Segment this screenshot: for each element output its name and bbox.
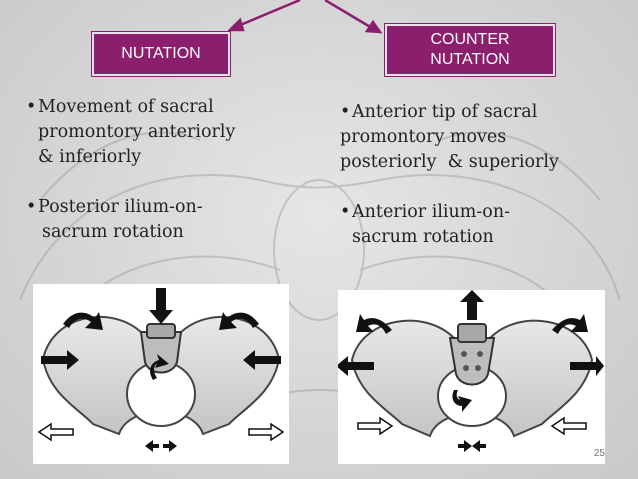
bullet-item: • Anterior tip of sacral [340,100,630,125]
bullet-item: • Anterior ilium-on- sacrum rotation [340,200,630,250]
bullet-dot: • [340,102,351,122]
nutation-label: NUTATION [92,32,230,76]
counter-label-line2: NUTATION [430,51,510,68]
bullet-line: Posterior ilium-on- [38,197,203,217]
bullet-line: posteriorly & superiorly [340,152,559,172]
bullet-line: Anterior ilium-on- [352,202,511,222]
bullet-line: promontory moves [340,127,507,147]
bullet-dot: • [26,97,37,117]
bullet-line: Anterior tip of sacral [352,102,538,122]
bullet-dot: • [26,197,37,217]
page-number: 25 [593,448,605,459]
nutation-bullets: • Movement of sacral promontory anterior… [26,95,316,270]
counter-label-line1: COUNTER [430,31,510,48]
pelvis-counternutation-illustration [338,290,605,464]
pelvis-nutation-illustration [33,284,289,464]
bullet-line: sacrum rotation [42,222,184,242]
bullet-dot: • [340,202,351,222]
counter-nutation-label: COUNTER NUTATION [385,24,555,76]
bullet-line: & inferiorly [38,147,142,167]
counter-nutation-bullets: • Anterior tip of sacral promontory move… [340,100,630,275]
bullet-item: • Posterior ilium-on- sacrum rotation [26,195,316,245]
bullet-item: • Movement of sacral promontory anterior… [26,95,316,170]
bullet-line: promontory anteriorly [38,122,236,142]
bullet-line: sacrum rotation [352,227,494,247]
bullet-line: Movement of sacral [38,97,214,117]
connector-arrows [226,0,383,34]
